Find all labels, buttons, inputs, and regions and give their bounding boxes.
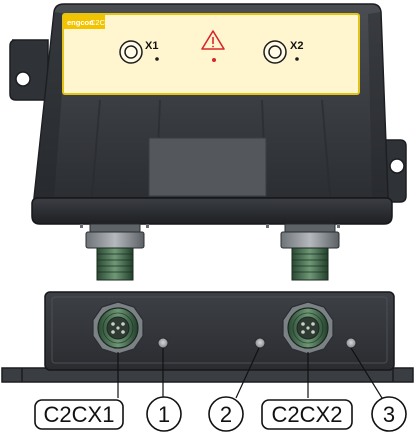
mounting-flange-left (9, 39, 49, 101)
callout-indicator-1: 1 (146, 396, 182, 432)
housing-base-lip (31, 197, 393, 225)
indicator-led-1 (157, 337, 169, 349)
callout-connector-1: C2CX1 (34, 399, 124, 430)
label-plate (62, 13, 360, 95)
mounting-hole-left (15, 71, 31, 87)
blank-label-area (148, 137, 267, 197)
callout-connector-2: C2CX2 (261, 399, 353, 430)
port-x2-symbol (263, 40, 299, 64)
connector-x2-cable-gland (280, 223, 340, 281)
callout-indicator-3: 3 (371, 396, 407, 432)
warning-triangle-icon (201, 30, 225, 62)
svg-text:C2CX2: C2CX2 (272, 402, 343, 427)
mounting-hole-right (389, 158, 405, 174)
status-led-dot (212, 58, 216, 62)
brand-product: C2C (90, 18, 106, 27)
unit-front-view (1, 291, 414, 383)
connector-x1-socket (92, 301, 144, 355)
port-x2-label: X2 (290, 40, 303, 52)
indicator-led-2 (254, 337, 266, 349)
unit-top-view: engcon C2C X1 X2 (9, 3, 407, 281)
svg-text:2: 2 (220, 402, 232, 427)
port-x1-label: X1 (145, 40, 158, 52)
svg-text:C2CX1: C2CX1 (44, 402, 115, 427)
connector-x2-socket (282, 301, 334, 355)
brand-name: engcon (67, 18, 94, 27)
callout-indicator-2: 2 (208, 396, 244, 432)
callout-leader-lines (117, 347, 383, 399)
port-x1-symbol (119, 40, 159, 64)
brand-tag (64, 15, 105, 29)
connector-x1-cable-gland (85, 223, 145, 281)
indicator-led-3 (345, 337, 357, 349)
svg-text:3: 3 (383, 402, 395, 427)
svg-text:1: 1 (158, 402, 170, 427)
